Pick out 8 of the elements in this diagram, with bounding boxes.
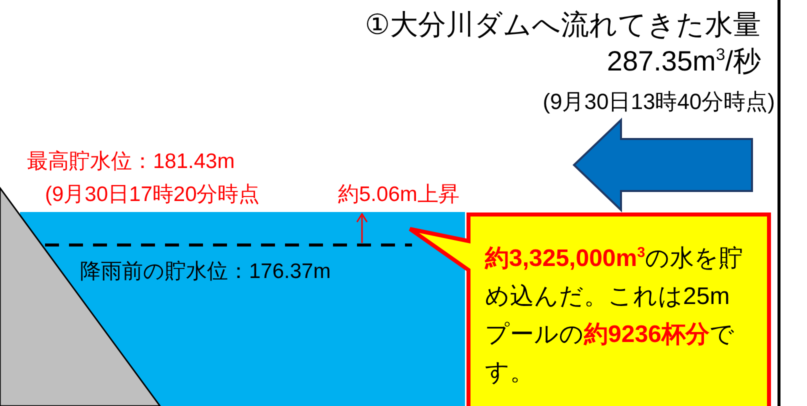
max-water-level: 最高貯水位：181.43m	[27, 150, 235, 174]
timestamp: (9月30日17時20分時点	[45, 183, 260, 206]
timestamp: (9月30日13時40分時点)	[542, 90, 775, 114]
callout-text: 約3,325,000m$^{3}$の水を貯め込んだ。これは25mプールの約9236杯分です。	[485, 244, 744, 388]
flow-rate: 287.35m$^{3}$/秒	[606, 46, 761, 78]
pre-rain-water-level: 降雨前の貯水位：176.37m	[80, 260, 331, 284]
rise-amount: 約5.06m上昇	[338, 183, 460, 206]
heading: ①大分川ダムへ流れてきた水量	[364, 10, 761, 41]
